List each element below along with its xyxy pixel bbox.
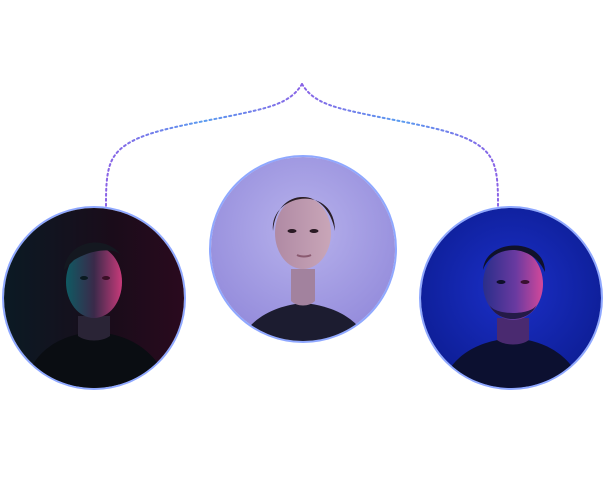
portrait-right-avatar [419,206,603,390]
portrait-left-avatar [2,206,186,390]
portrait-left-image [4,208,184,388]
portrait-center-image [211,157,395,341]
connector-left [105,83,303,207]
portrait-right-image [421,208,601,388]
connector-right [301,83,499,207]
portrait-center-avatar [209,155,397,343]
